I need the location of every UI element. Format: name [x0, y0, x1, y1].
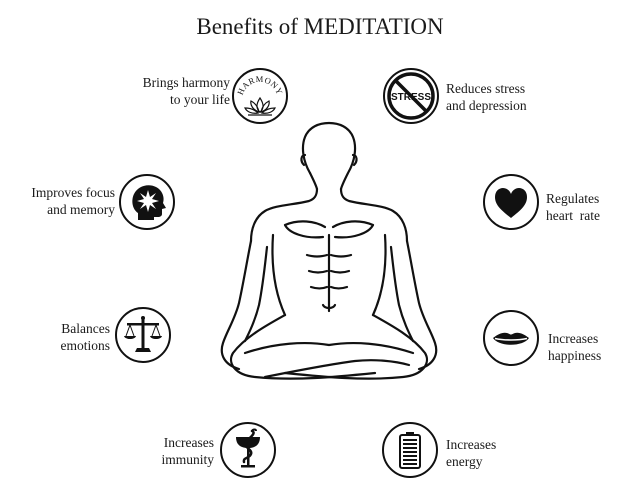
caduceus-bowl-icon: [219, 421, 277, 479]
meditating-figure: [205, 115, 455, 390]
benefit-label-stress: Reduces stress and depression: [446, 80, 527, 114]
benefit-harmony-line2: to your life: [170, 92, 230, 107]
harmony-icon-text: HARMONY: [235, 74, 285, 96]
benefit-harmony-line1: Brings harmony: [142, 75, 230, 90]
benefit-stress-line1: Reduces stress: [446, 81, 526, 96]
benefit-stress-line2: and depression: [446, 98, 527, 113]
stress-icon-text: STRESS: [391, 92, 431, 103]
benefit-label-energy: Increases energy: [446, 436, 496, 470]
benefit-immunity-line2: immunity: [161, 452, 214, 467]
benefit-emotions-line1: Balances: [61, 321, 110, 336]
page-title: Benefits of MEDITATION: [196, 14, 444, 39]
benefit-happiness-line2: happiness: [548, 348, 602, 363]
no-stress-icon: STRESS: [382, 67, 440, 125]
benefit-energy-line2: energy: [446, 454, 483, 469]
benefit-label-immunity: Increases immunity: [161, 434, 214, 468]
benefit-happiness-line1: Increases: [548, 331, 599, 346]
benefit-label-harmony: Brings harmony to your life: [143, 74, 230, 108]
benefit-label-focus: Improves focus and memory: [31, 184, 115, 218]
benefit-heart-line1: Regulates: [546, 191, 600, 206]
scales-icon: [114, 306, 172, 364]
benefit-focus-line1: Improves focus: [31, 185, 115, 200]
benefit-emotions-line2: emotions: [60, 338, 111, 353]
heart-icon: [482, 173, 540, 231]
svg-text:HARMONY: HARMONY: [235, 74, 285, 96]
benefit-immunity-line1: Increases: [163, 435, 214, 450]
benefit-label-happiness: Increases happiness: [548, 330, 601, 364]
benefit-label-emotions: Balances emotions: [61, 320, 111, 354]
head-brain-icon: [118, 173, 176, 231]
benefit-energy-line1: Increases: [446, 437, 497, 452]
lips-icon: [482, 309, 540, 367]
benefit-label-heart: Regulates heart rate: [546, 190, 600, 224]
benefit-heart-line2: heart rate: [546, 208, 600, 223]
benefit-focus-line2: and memory: [47, 202, 115, 217]
harmony-lotus-icon: HARMONY: [231, 67, 289, 125]
battery-icon: [381, 421, 439, 479]
